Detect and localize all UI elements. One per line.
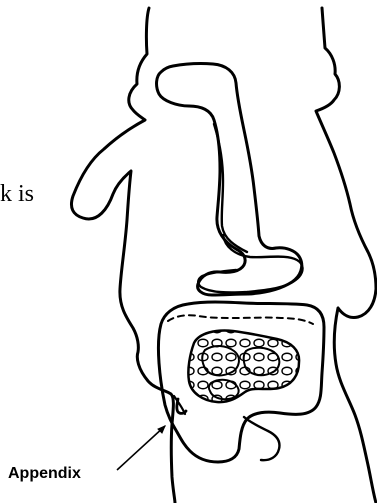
page-text-fragment: k is [0,182,34,206]
colon-lower-left [174,396,185,414]
esophagus [157,64,302,295]
intestine-detail-top [168,315,313,324]
stomach-outline [198,235,302,292]
intestine-lower-right [244,417,279,460]
appendix-pointer-line [117,426,165,470]
appendix-label: Appendix [8,465,81,483]
body-outline-right [316,8,376,503]
